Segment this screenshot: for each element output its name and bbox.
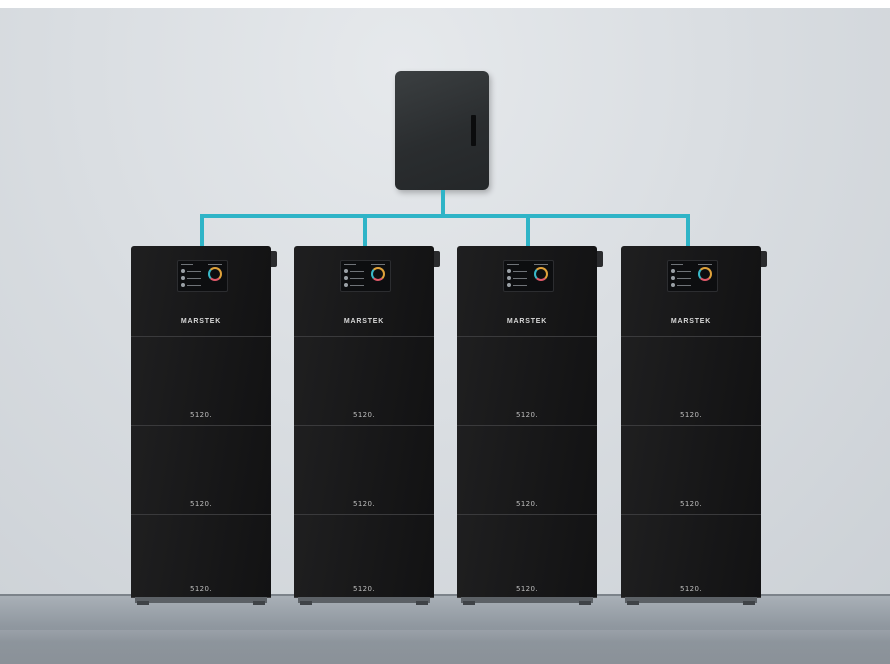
cable-drop-3 xyxy=(526,214,530,247)
battery-tower-4: MARSTEK 5120. 5120. 5120. xyxy=(621,246,767,605)
module-label: 5120. xyxy=(189,411,213,419)
cable-trunk xyxy=(441,190,445,216)
module-label: 5120. xyxy=(679,585,703,593)
tower-base xyxy=(135,597,267,603)
module-label: 5120. xyxy=(679,411,703,419)
gauge-icon xyxy=(698,267,712,281)
control-module: MARSTEK xyxy=(294,246,434,337)
brand-logo: MARSTEK xyxy=(343,318,385,325)
brand-logo: MARSTEK xyxy=(670,318,712,325)
tower-foot xyxy=(627,601,639,605)
module-label: 5120. xyxy=(515,500,539,508)
battery-tower-2: MARSTEK 5120. 5120. 5120. xyxy=(294,246,440,605)
display-screen xyxy=(340,260,391,292)
battery-tower-3: MARSTEK 5120. 5120. 5120. xyxy=(457,246,603,605)
hub-indicator-slot xyxy=(471,115,476,146)
tower-foot xyxy=(300,601,312,605)
cable-drop-2 xyxy=(363,214,367,247)
module-label: 5120. xyxy=(515,585,539,593)
tower-foot xyxy=(253,601,265,605)
control-module: MARSTEK xyxy=(131,246,271,337)
tower-base xyxy=(625,597,757,603)
battery-module: 5120. xyxy=(131,426,271,515)
display-screen xyxy=(667,260,718,292)
battery-module: 5120. xyxy=(131,515,271,598)
top-strip xyxy=(0,0,890,8)
tower-foot xyxy=(743,601,755,605)
module-label: 5120. xyxy=(189,585,213,593)
side-handle xyxy=(434,251,440,267)
brand-logo: MARSTEK xyxy=(506,318,548,325)
battery-module: 5120. xyxy=(294,515,434,598)
tower-base xyxy=(298,597,430,603)
battery-tower-1: MARSTEK 5120. 5120. 5120. xyxy=(131,246,277,605)
battery-module: 5120. xyxy=(457,515,597,598)
module-label: 5120. xyxy=(352,411,376,419)
side-handle xyxy=(597,251,603,267)
side-handle xyxy=(761,251,767,267)
module-label: 5120. xyxy=(352,585,376,593)
display-screen xyxy=(177,260,228,292)
floor xyxy=(0,596,890,664)
floor-edge xyxy=(0,594,890,597)
gauge-icon xyxy=(208,267,222,281)
battery-module: 5120. xyxy=(294,426,434,515)
display-screen xyxy=(503,260,554,292)
battery-module: 5120. xyxy=(621,337,761,426)
side-handle xyxy=(271,251,277,267)
tower-foot xyxy=(137,601,149,605)
tower-foot xyxy=(579,601,591,605)
cable-drop-4 xyxy=(686,214,690,247)
module-label: 5120. xyxy=(679,500,703,508)
tower-base xyxy=(461,597,593,603)
module-label: 5120. xyxy=(515,411,539,419)
control-module: MARSTEK xyxy=(621,246,761,337)
battery-module: 5120. xyxy=(621,426,761,515)
cable-bus xyxy=(200,214,690,218)
control-module: MARSTEK xyxy=(457,246,597,337)
battery-module: 5120. xyxy=(457,426,597,515)
module-label: 5120. xyxy=(352,500,376,508)
battery-module: 5120. xyxy=(621,515,761,598)
floor-sheen xyxy=(0,630,890,642)
gauge-icon xyxy=(371,267,385,281)
battery-module: 5120. xyxy=(131,337,271,426)
cable-drop-1 xyxy=(200,214,204,247)
module-label: 5120. xyxy=(189,500,213,508)
tower-foot xyxy=(463,601,475,605)
tower-foot xyxy=(416,601,428,605)
gauge-icon xyxy=(534,267,548,281)
battery-module: 5120. xyxy=(457,337,597,426)
battery-module: 5120. xyxy=(294,337,434,426)
brand-logo: MARSTEK xyxy=(180,318,222,325)
